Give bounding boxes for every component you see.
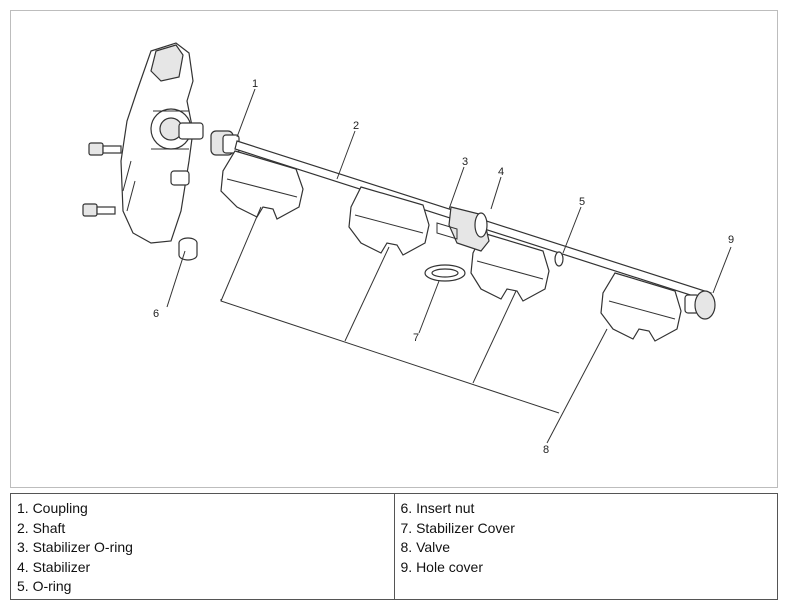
valve-part-4 bbox=[600, 272, 682, 342]
legend-column-left: 1. Coupling 2. Shaft 3. Stabilizer O-rin… bbox=[10, 493, 395, 600]
callout-9: 9 bbox=[728, 234, 734, 246]
stabilizer-part bbox=[448, 206, 490, 252]
callout-8: 8 bbox=[543, 444, 549, 456]
legend-item: 8. Valve bbox=[400, 539, 451, 555]
bolt-lower bbox=[82, 203, 116, 217]
legend-item: 6. Insert nut bbox=[400, 500, 475, 516]
o-ring-part bbox=[554, 251, 564, 267]
stabilizer-cover-part bbox=[424, 264, 466, 282]
valve-part-1 bbox=[220, 150, 304, 220]
leader-lines bbox=[166, 88, 732, 444]
valve-part-3 bbox=[470, 232, 550, 302]
legend-item: 3. Stabilizer O-ring bbox=[17, 539, 133, 555]
valve-part-2 bbox=[348, 186, 430, 256]
hole-cover-part bbox=[684, 290, 716, 320]
legend-column-right: 6. Insert nut 7. Stabilizer Cover 8. Val… bbox=[393, 493, 778, 600]
legend-item: 2. Shaft bbox=[17, 519, 66, 536]
legend-item: 7. Stabilizer Cover bbox=[400, 519, 515, 536]
exploded-diagram: 1 2 3 4 5 6 7 8 9 bbox=[82, 42, 734, 456]
callout-2: 2 bbox=[353, 120, 359, 132]
legend-item: 4. Stabilizer bbox=[17, 558, 91, 575]
actuator-housing bbox=[120, 42, 204, 244]
legend-item: 5. O-ring bbox=[17, 578, 72, 594]
bolt-upper bbox=[88, 142, 122, 156]
callout-5: 5 bbox=[579, 196, 585, 208]
callout-1: 1 bbox=[252, 78, 258, 90]
callout-3: 3 bbox=[462, 156, 468, 168]
legend-item: 9. Hole cover bbox=[400, 558, 483, 575]
insert-nut-part bbox=[178, 237, 198, 261]
legend-item: 1. Coupling bbox=[17, 500, 88, 516]
exploded-diagram-frame: 1 2 3 4 5 6 7 8 9 bbox=[10, 10, 778, 488]
callout-7: 7 bbox=[413, 332, 419, 344]
parts-legend-table: 1. Coupling 2. Shaft 3. Stabilizer O-rin… bbox=[10, 493, 778, 600]
callout-4: 4 bbox=[498, 166, 504, 178]
callout-6: 6 bbox=[153, 308, 159, 320]
